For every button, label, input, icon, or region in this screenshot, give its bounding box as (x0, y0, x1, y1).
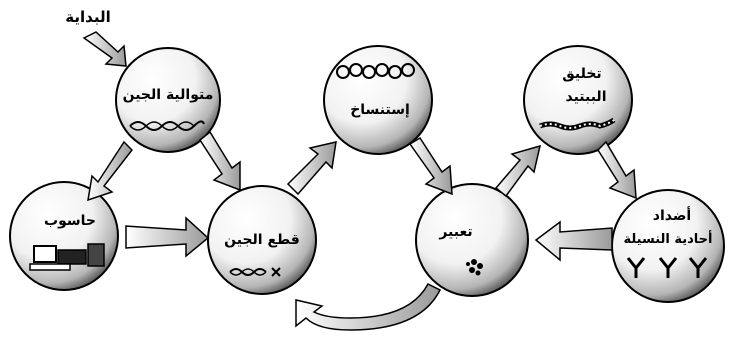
arrow-gene-sequence-to-gene-cut (200, 132, 240, 190)
expression-label: تعبير (438, 224, 472, 240)
peptide-synthesis-label-line2: الببتيد (565, 89, 606, 105)
arrow-gene-cut-to-cloning (288, 142, 336, 194)
arrow-expression-to-peptide-synthesis (496, 146, 540, 196)
node-peptide-synthesis: تخليق الببتيد (524, 46, 632, 154)
start-arrow (84, 32, 126, 66)
arrow-antibodies-to-expression (536, 222, 612, 260)
arrow-peptide-synthesis-to-antibodies (598, 142, 636, 198)
cloning-label: إستنساخ (350, 102, 410, 118)
monoclonal-antibodies-label-line2: أحادية النسيلة (623, 230, 712, 247)
node-gene-cut: قطع الجين (208, 186, 316, 294)
arrow-cloning-to-expression (410, 138, 452, 194)
node-expression: تعبير (416, 184, 528, 296)
start-label: البداية (65, 8, 110, 26)
node-computer: حاسوب (10, 182, 118, 290)
arrow-expression-loop-back-to-gene-cut (296, 284, 440, 330)
gene-sequence-label: متوالية الجين (123, 87, 214, 103)
node-cloning: إستنساخ (324, 46, 432, 154)
monoclonal-antibodies-label-line1: أضداد (653, 206, 691, 224)
arrow-computer-to-gene-cut (126, 218, 208, 256)
node-monoclonal-antibodies: أضداد أحادية النسيلة (612, 190, 724, 302)
peptide-synthesis-label-line1: تخليق (562, 66, 601, 82)
gene-cut-label: قطع الجين (224, 232, 300, 248)
computer-label: حاسوب (44, 213, 96, 229)
arrow-gene-sequence-to-computer (88, 142, 132, 200)
